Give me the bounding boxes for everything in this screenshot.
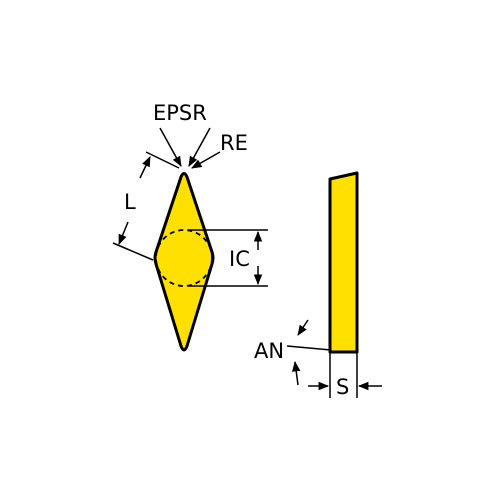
epsr-leader-left [159,127,182,167]
label-epsr: EPSR [153,101,207,125]
l-dim-arrow-bottom [118,221,129,245]
label-an: AN [254,339,284,363]
l-extension-bottom [112,242,154,261]
l-dim-arrow-top [139,156,151,179]
an-extension-line [286,345,332,351]
label-re: RE [220,131,248,155]
label-s: S [336,375,349,399]
inscribed-circle [155,229,213,287]
label-l: L [124,190,136,214]
insert-side-view [328,171,359,354]
an-arrow-bottom [292,360,301,386]
label-ic: IC [229,247,250,271]
re-leader [191,151,221,169]
an-arrow-top [297,319,309,336]
insert-top-view [153,172,215,352]
